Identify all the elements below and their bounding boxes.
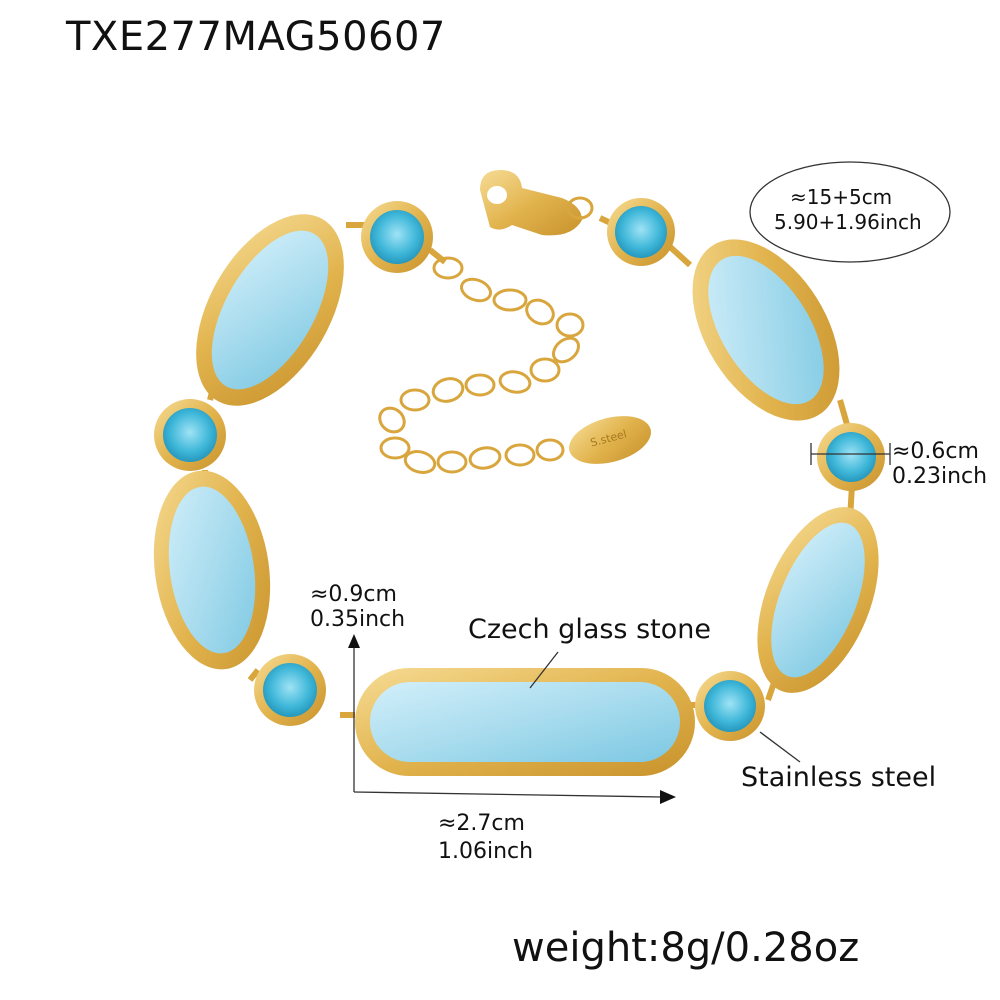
extension-chain — [378, 256, 585, 474]
oval-stone-top-right — [692, 239, 840, 421]
length-cm: ≈15+5cm — [790, 185, 893, 209]
dimension-lines — [353, 161, 951, 798]
oval-stone-left — [153, 470, 271, 670]
length-inch: 5.90+1.96inch — [774, 210, 922, 234]
oval-height-cm: ≈0.9cm — [310, 582, 397, 607]
product-weight: weight:8g/0.28oz — [512, 925, 860, 971]
oval-width-inch: 1.06inch — [438, 839, 534, 864]
material-metal-label: Stainless steel — [741, 762, 937, 793]
product-sku: TXE277MAG50607 — [66, 14, 446, 60]
oval-stone-bottom — [355, 668, 695, 776]
oval-stone-right — [757, 507, 879, 693]
lobster-clasp — [480, 170, 594, 236]
round-stone-size-inch: 0.23inch — [892, 464, 988, 489]
oval-height-inch: 0.35inch — [310, 607, 406, 632]
oval-width-cm: ≈2.7cm — [438, 811, 525, 836]
round-stones — [154, 198, 885, 741]
material-stone-label: Czech glass stone — [468, 614, 711, 645]
oval-stone-top-left — [196, 214, 344, 406]
round-stone-size-cm: ≈0.6cm — [892, 439, 979, 464]
